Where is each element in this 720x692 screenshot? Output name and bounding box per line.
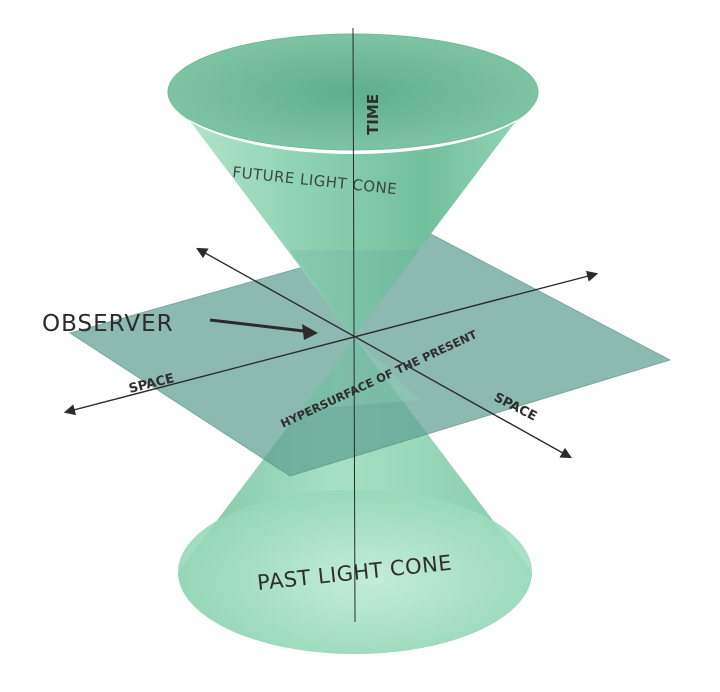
space-axis-depth [196, 247, 572, 459]
observer-label: OBSERVER [42, 311, 174, 337]
time-label: TIME [364, 94, 382, 135]
axes [63, 27, 599, 623]
observer-pointer [209, 318, 318, 340]
